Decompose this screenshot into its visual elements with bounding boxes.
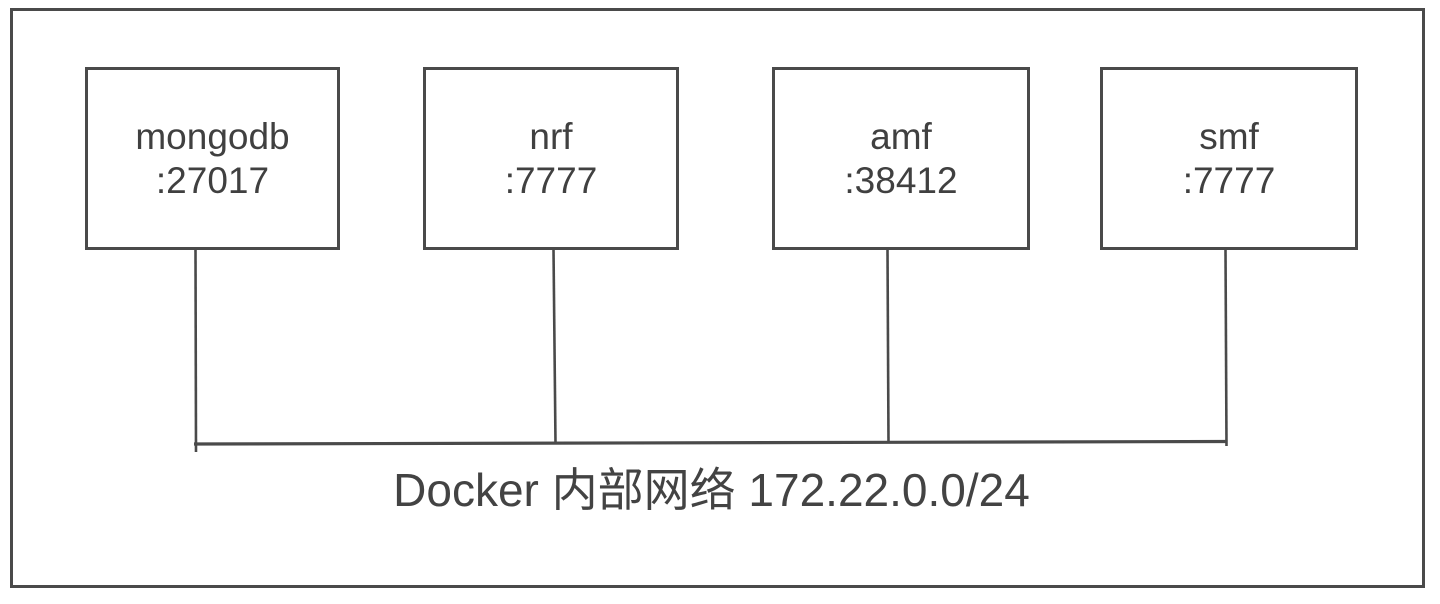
node-nrf: nrf :7777 bbox=[423, 67, 679, 250]
node-name-label: smf bbox=[1199, 115, 1259, 157]
node-mongodb: mongodb :27017 bbox=[85, 67, 340, 250]
node-port-label: :38412 bbox=[844, 159, 958, 201]
node-port-label: :7777 bbox=[1182, 159, 1276, 201]
node-name-label: mongodb bbox=[135, 115, 290, 157]
node-amf: amf :38412 bbox=[772, 67, 1030, 250]
network-label: Docker 内部网络 172.22.0.0/24 bbox=[393, 464, 1030, 516]
node-name-label: amf bbox=[870, 115, 932, 157]
node-port-label: :7777 bbox=[504, 159, 598, 201]
diagram-outer-border bbox=[10, 8, 1425, 588]
node-port-label: :27017 bbox=[155, 159, 270, 201]
node-smf: smf :7777 bbox=[1100, 67, 1358, 250]
node-name-label: nrf bbox=[529, 115, 573, 157]
